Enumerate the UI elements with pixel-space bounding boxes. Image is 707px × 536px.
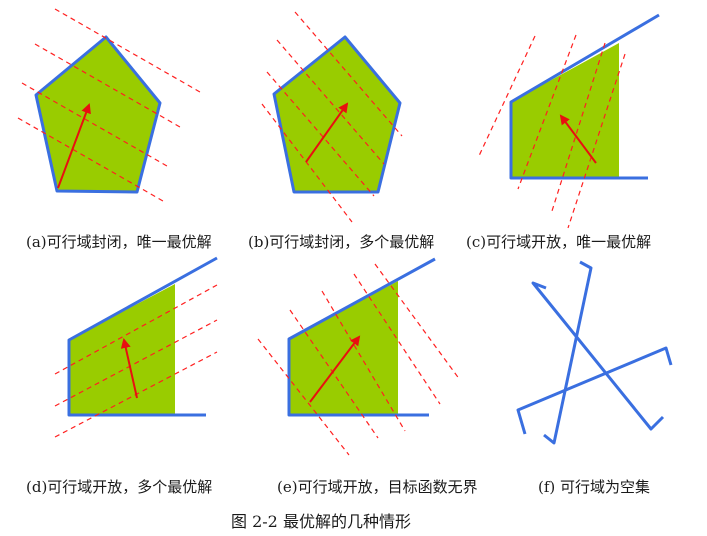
gradient-arrow (305, 102, 349, 163)
objective-level-lines (17, 8, 201, 202)
panel-e: (e)可行域开放，目标函数无界 (257, 257, 478, 496)
feasible-region (511, 43, 619, 178)
panel-caption: (b)可行域封闭，多个最优解 (248, 233, 434, 251)
constraint-boundary (531, 281, 665, 431)
panel-caption: (e)可行域开放，目标函数无界 (277, 478, 478, 496)
panel-caption: (a)可行域封闭，唯一最优解 (26, 233, 212, 251)
feasible-region-boundary (34, 35, 162, 194)
constraint-boundary (543, 260, 593, 445)
objective-level-lines (257, 263, 461, 456)
gradient-arrow (309, 335, 361, 403)
objective-level-lines (261, 11, 403, 223)
feasible-region (36, 37, 160, 192)
panel-f (516, 260, 673, 445)
gradient-arrow (57, 103, 91, 189)
feasible-region-boundary (509, 13, 660, 180)
panel-a: (a)可行域封闭，唯一最优解 (17, 8, 212, 251)
feasible-region-boundary (287, 257, 436, 417)
panel-d: (d)可行域开放，多个最优解 (26, 256, 218, 496)
feasible-region-boundary (67, 256, 218, 417)
feasible-region (69, 284, 175, 415)
constraint-boundary (516, 346, 673, 435)
panel-caption: (f) 可行域为空集 (538, 478, 650, 496)
gradient-arrow (120, 338, 138, 399)
panel-caption: (c)可行域开放，唯一最优解 (466, 233, 651, 251)
feasible-region (274, 37, 400, 192)
gradient-arrow (559, 114, 597, 164)
feasible-region-boundary (272, 35, 402, 194)
figure-title: 图 2-2 最优解的几种情形 (231, 512, 411, 531)
objective-level-lines (477, 34, 626, 229)
panel-b: (b)可行域封闭，多个最优解 (248, 11, 434, 251)
feasible-region (289, 281, 398, 415)
panel-caption: (d)可行域开放，多个最优解 (26, 478, 212, 496)
panel-c: (c)可行域开放，唯一最优解 (466, 13, 660, 251)
